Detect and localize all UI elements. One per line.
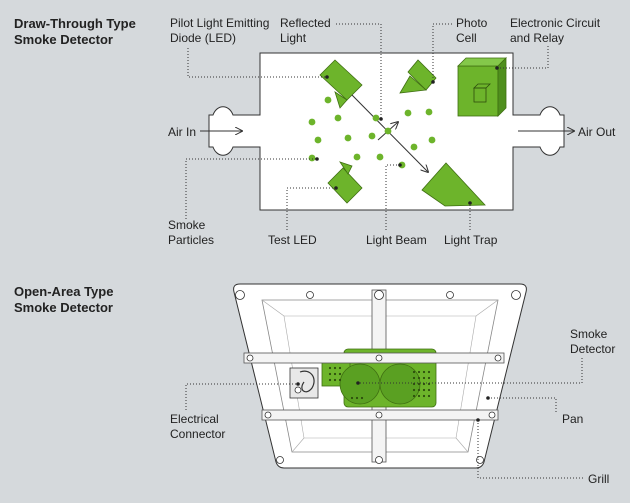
label-smoke-detector: Smoke Detector [570, 327, 616, 356]
test-led [327, 161, 363, 204]
electrical-connector [289, 367, 319, 399]
label-pan: Pan [562, 412, 584, 426]
circuit-relay-box [457, 57, 507, 117]
screws [235, 290, 521, 464]
draw-through-detector [185, 23, 574, 230]
bottom-leader-lines [185, 358, 583, 479]
top-leader-lines [185, 23, 549, 230]
photo-cell [399, 59, 437, 94]
label-reflected-light: Reflected Light [280, 16, 331, 45]
title-draw-through: Draw-Through Type Smoke Detector [14, 16, 136, 47]
label-electrical-connector: Electrical Connector [170, 412, 226, 441]
upper-bar [243, 352, 505, 364]
label-circuit-relay: Electronic Circuit and Relay [510, 16, 601, 45]
detector-body [321, 348, 437, 408]
open-area-detector [185, 283, 583, 479]
label-photo-cell: Photo Cell [456, 16, 488, 45]
label-air-out: Air Out [578, 125, 616, 139]
label-light-beam: Light Beam [366, 233, 427, 247]
label-test-led: Test LED [268, 233, 317, 247]
bottom-leader-dots [296, 381, 490, 422]
label-smoke-particles: Smoke Particles [168, 218, 215, 247]
label-air-in: Air In [168, 125, 197, 139]
label-grill: Grill [588, 472, 610, 486]
title-open-area: Open-Area Type Smoke Detector [14, 284, 114, 315]
pilot-led [319, 59, 363, 109]
light-trap [421, 162, 486, 207]
label-pilot-led: Pilot Light Emitting Diode (LED) [170, 16, 270, 45]
top-leader-dots [315, 66, 499, 205]
label-light-trap: Light Trap [444, 233, 498, 247]
